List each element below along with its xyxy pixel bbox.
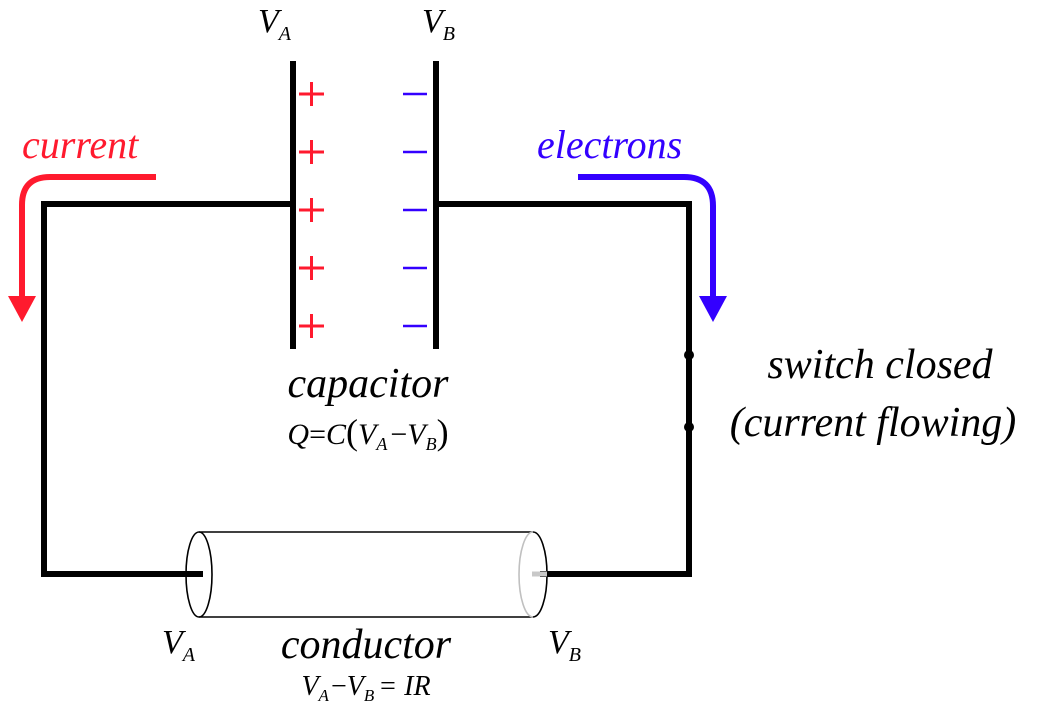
negative-charges: [403, 92, 427, 328]
capacitor-title: capacitor: [288, 361, 450, 407]
positive-charge: [299, 82, 324, 106]
circuit-wires: [41, 201, 692, 577]
current-arrow: [8, 174, 156, 322]
positive-charge: [299, 140, 324, 164]
electrons-label: electrons: [537, 122, 682, 167]
conductor-equation: VA−VB= IR: [301, 671, 430, 705]
switch-contact-bottom: [684, 422, 694, 432]
positive-charge: [299, 314, 324, 338]
switch-label-line1: switch closed: [767, 342, 993, 388]
wire-left: [41, 201, 293, 577]
conductor-right-label: VB: [548, 624, 581, 666]
capacitor-equation: Q=C(VA−VB): [287, 412, 448, 454]
switch-label-line2: (current flowing): [730, 400, 1017, 446]
switch-contact-top: [684, 350, 694, 360]
plate-a-label: VA: [258, 3, 292, 45]
wire-right: [436, 201, 692, 577]
positive-charges: [299, 82, 324, 338]
plate-b-label: VB: [422, 3, 455, 45]
positive-charge: [299, 198, 324, 222]
current-label: current: [22, 122, 139, 167]
electrons-arrow: [578, 174, 727, 322]
conductor-left-label: VA: [162, 624, 196, 666]
conductor-cylinder: [185, 531, 548, 618]
positive-charge: [299, 256, 324, 280]
conductor-title: conductor: [281, 622, 452, 668]
